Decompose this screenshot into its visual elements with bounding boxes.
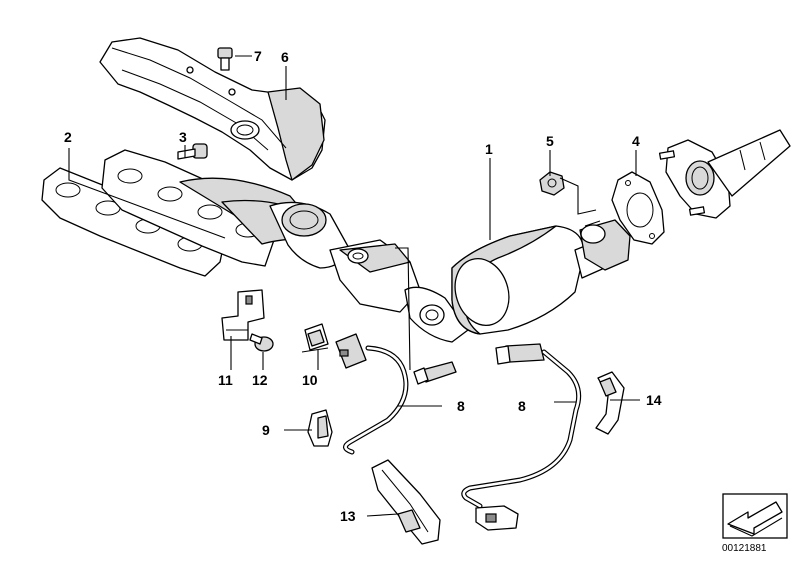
clamp-part-14 xyxy=(595,371,625,435)
callout-8-left: 8 xyxy=(457,398,465,414)
exhaust-pipe-flange xyxy=(658,129,791,219)
callout-1: 1 xyxy=(485,141,493,157)
direction-arrow-box xyxy=(722,493,788,539)
callout-3: 3 xyxy=(179,129,187,145)
callout-5: 5 xyxy=(546,133,554,149)
callout-13: 13 xyxy=(340,508,356,524)
callout-labels: 1 2 3 4 5 6 7 8 8 9 10 11 12 13 14 xyxy=(64,48,662,524)
flange-gasket-part-4 xyxy=(611,171,665,245)
callout-4: 4 xyxy=(632,133,640,149)
callout-2: 2 xyxy=(64,129,72,145)
oxygen-sensor-part-8-right xyxy=(461,343,582,531)
heat-shield-part xyxy=(99,37,326,181)
callout-8-right: 8 xyxy=(518,398,526,414)
callout-9: 9 xyxy=(262,422,270,438)
catalytic-converter-part xyxy=(404,219,631,343)
callout-10: 10 xyxy=(302,372,318,388)
clip-part-10 xyxy=(301,323,329,353)
callout-6: 6 xyxy=(281,49,289,65)
bracket-part-11 xyxy=(221,289,265,341)
nut-part-5 xyxy=(539,171,565,196)
leader-lines xyxy=(68,55,640,517)
callout-11: 11 xyxy=(218,372,233,388)
bracket-part-13 xyxy=(371,459,441,545)
arrow-icon xyxy=(727,501,783,537)
oxygen-sensor-part-8-left xyxy=(335,333,457,455)
holder-part-9 xyxy=(307,409,333,447)
callout-7: 7 xyxy=(254,48,262,64)
bolt-part-7 xyxy=(217,47,233,71)
exhaust-manifold xyxy=(101,149,421,313)
screw-part-12 xyxy=(249,333,274,352)
document-number: 00121881 xyxy=(722,543,767,554)
callout-12: 12 xyxy=(252,372,268,388)
callout-14: 14 xyxy=(646,392,662,408)
bolt-part-3 xyxy=(177,143,208,160)
